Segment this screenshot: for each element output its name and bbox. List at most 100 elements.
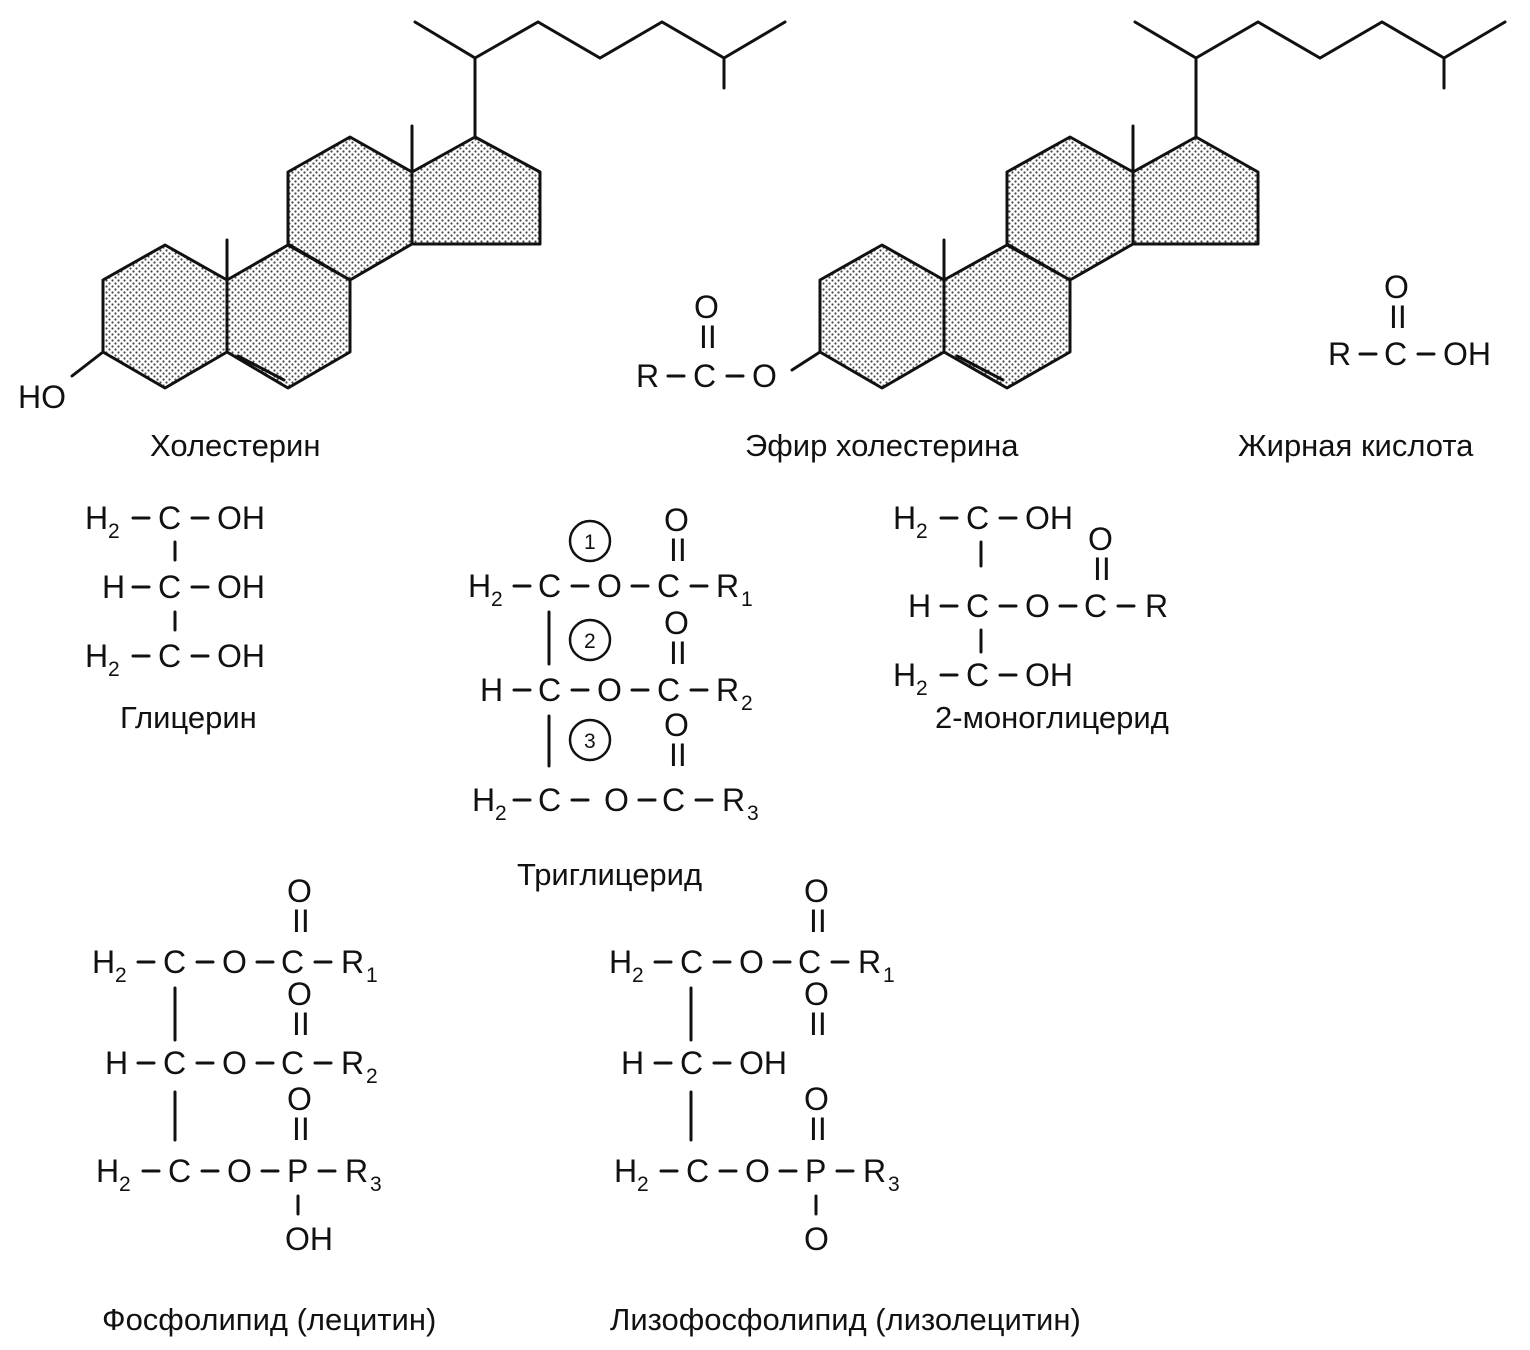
pl-o-top-2: O [287, 976, 312, 1012]
mg-dbl: II [1093, 551, 1111, 587]
double-bond-line [955, 354, 1005, 382]
caption-fatty-acid: Жирная кислота [1238, 428, 1474, 463]
caption-cholesterol: Холестерин [150, 428, 321, 463]
lpl-h1-sub: 2 [632, 964, 644, 987]
pl-dbl-2: II [292, 1006, 310, 1042]
pl-c1: C [163, 944, 186, 980]
lpl-oh2: OH [739, 1045, 787, 1081]
side-chain [1133, 20, 1507, 139]
lpl-o-top-1: O [804, 873, 829, 909]
fa-r: R [1328, 336, 1351, 372]
lpl-dbl-3: II [809, 1111, 827, 1147]
lysophospholipid-structure: O II H 2 C O C R 1 O II H C OH O II H 2 … [609, 873, 900, 1257]
ester-o-top: O [694, 289, 719, 325]
lpl-r1-sub: 1 [883, 964, 895, 987]
ester-c: C [693, 358, 716, 394]
position-1-circle [568, 519, 612, 563]
pl-ac1: C [281, 944, 304, 980]
ring-d [410, 135, 542, 246]
ester-o: O [752, 358, 777, 394]
tg-h3-sub: 2 [495, 802, 507, 825]
gly-h3-sub: 2 [108, 658, 120, 681]
tg-o3: O [604, 782, 629, 818]
lpl-h2: H [621, 1045, 644, 1081]
lpl-ac1: C [798, 944, 821, 980]
gly-oh2: OH [217, 569, 265, 605]
mg-h1: H [893, 500, 916, 536]
lpl-r3: R [863, 1153, 886, 1189]
mg-h2: H [908, 588, 931, 624]
side-chain [413, 20, 787, 139]
pl-h2: H [105, 1045, 128, 1081]
glycerol-structure: H 2 C OH H C OH H 2 C OH [85, 500, 265, 681]
mg-ac: C [1084, 588, 1107, 624]
position-2-circle [568, 618, 612, 662]
tg-r3: R [722, 782, 745, 818]
ring-a [101, 243, 229, 390]
pl-dbl-3: II [292, 1111, 310, 1147]
pl-r3-sub: 3 [370, 1173, 382, 1196]
position-3-number: 3 [584, 730, 596, 753]
tg-h1-sub: 2 [491, 588, 503, 611]
ho-bond [70, 350, 105, 378]
mg-oh3: OH [1025, 657, 1073, 693]
tg-o-top-1: O [664, 502, 689, 538]
pl-o-top-3: O [287, 1081, 312, 1117]
gly-oh3: OH [217, 638, 265, 674]
lpl-p: P [805, 1153, 826, 1189]
lpl-dbl-1: II [809, 903, 827, 939]
lpl-c2: C [680, 1045, 703, 1081]
ho-label: HO [18, 379, 66, 415]
tg-h1: H [468, 568, 491, 604]
cholesterol-structure: HO [18, 20, 787, 415]
tg-r1: R [716, 568, 739, 604]
pl-r2-sub: 2 [366, 1065, 378, 1088]
pl-o-top-1: O [287, 873, 312, 909]
caption-glycerol: Глицерин [120, 700, 257, 735]
lpl-h3: H [614, 1153, 637, 1189]
pl-r2: R [341, 1045, 364, 1081]
tg-o2: O [597, 672, 622, 708]
pl-o1: O [222, 944, 247, 980]
mg-c2: C [966, 588, 989, 624]
tg-c2: C [538, 672, 561, 708]
gly-c3: C [158, 638, 181, 674]
pl-p-oh: OH [285, 1221, 333, 1257]
mg-h1-sub: 2 [916, 520, 928, 543]
gly-c2: C [158, 569, 181, 605]
double-bond-line [236, 354, 286, 382]
phospholipid-structure: O II H 2 C O C R 1 O II H C O C R 2 O II… [92, 873, 382, 1257]
caption-cholesterol-ester: Эфир холестерина [745, 428, 1019, 463]
gly-oh1: OH [217, 500, 265, 536]
ring-a [818, 243, 946, 390]
tg-o-top-3: O [664, 707, 689, 743]
fa-double-bond: II [1389, 299, 1407, 335]
ester-double-bond: II [699, 319, 717, 355]
caption-monoglyceride: 2-моноглицерид [935, 700, 1169, 735]
pl-h1: H [92, 944, 115, 980]
tg-o-top-2: O [664, 605, 689, 641]
mg-r: R [1145, 588, 1168, 624]
tg-c3: C [538, 782, 561, 818]
tg-ac3: C [662, 782, 685, 818]
tg-r3-sub: 3 [747, 802, 759, 825]
fa-o-top: O [1384, 269, 1409, 305]
mg-h3: H [893, 657, 916, 693]
tg-h2: H [480, 672, 503, 708]
lpl-h3-sub: 2 [637, 1173, 649, 1196]
pl-h3-sub: 2 [119, 1173, 131, 1196]
position-1-number: 1 [584, 531, 596, 554]
pl-c3: C [168, 1153, 191, 1189]
lpl-p-o: O [804, 1221, 829, 1257]
monoglyceride-structure: H 2 C OH O II H C O C R H 2 C OH [893, 500, 1168, 700]
pl-r3: R [345, 1153, 368, 1189]
pl-ac2: C [281, 1045, 304, 1081]
lpl-o1: O [739, 944, 764, 980]
caption-triglyceride: Триглицерид [517, 857, 702, 892]
pl-c2: C [163, 1045, 186, 1081]
pl-o2: O [222, 1045, 247, 1081]
lpl-dbl-2: II [809, 1006, 827, 1042]
pl-o3: O [227, 1153, 252, 1189]
tg-r2-sub: 2 [741, 692, 753, 715]
